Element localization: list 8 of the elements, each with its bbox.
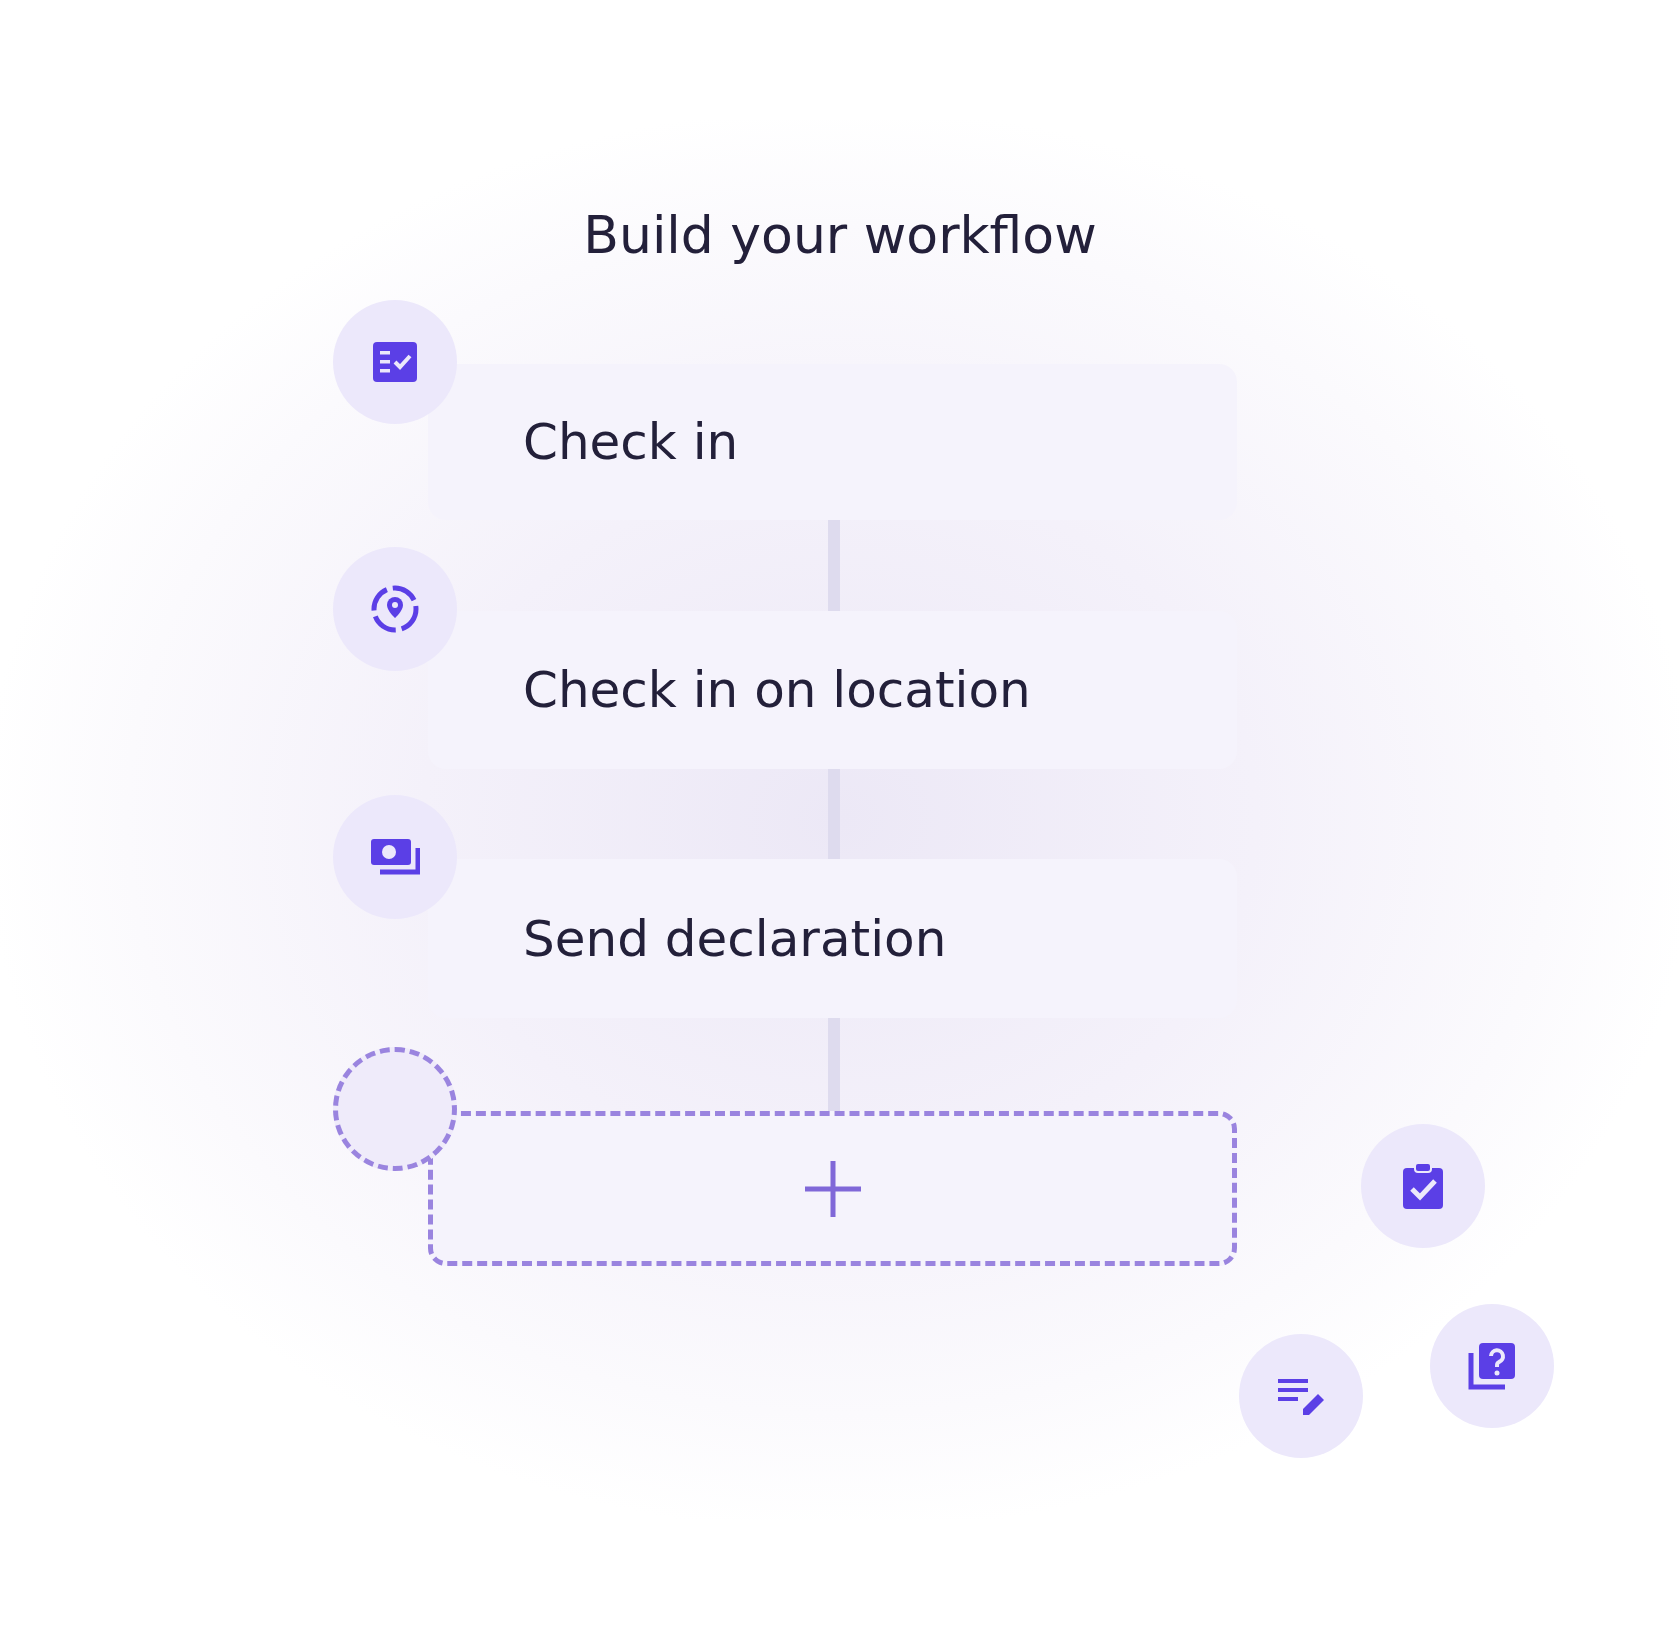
step-label: Check in on location — [523, 661, 1031, 719]
connector-line — [828, 769, 840, 859]
add-step-box — [428, 1111, 1237, 1266]
connector-line — [828, 1018, 840, 1111]
connector-line — [828, 520, 840, 611]
title: Build your workflow — [582, 205, 1098, 265]
step-label: Send declaration — [523, 909, 947, 968]
step-label: Check in — [523, 413, 739, 471]
